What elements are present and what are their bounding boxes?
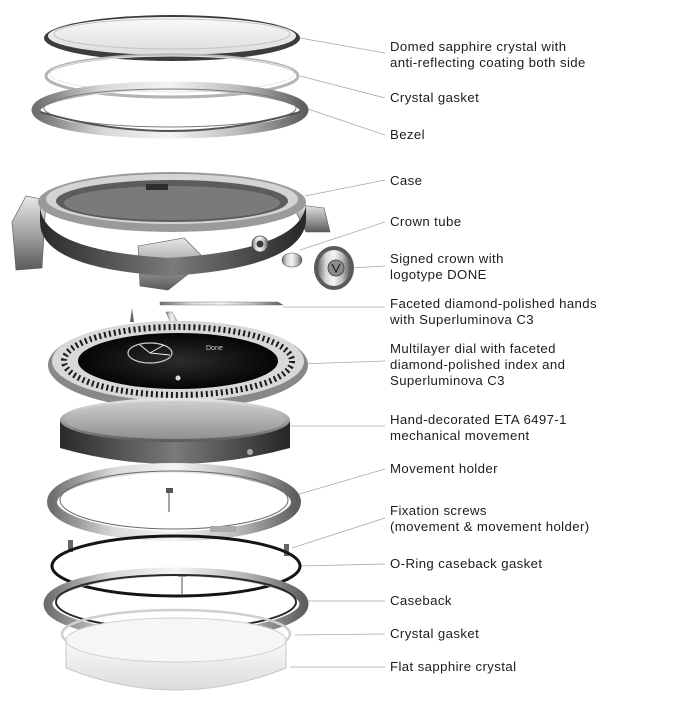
dial-logo: Done bbox=[206, 345, 223, 352]
o-ring-caseback-gasket bbox=[50, 534, 302, 598]
label-line: Faceted diamond-polished hands bbox=[390, 296, 598, 311]
domed-sapphire-crystal bbox=[44, 15, 300, 61]
label-line: Crown tube bbox=[390, 214, 462, 229]
label-crown-tube: Crown tube bbox=[390, 214, 675, 230]
label-line: O-Ring caseback gasket bbox=[390, 556, 543, 571]
leader-crown-tube bbox=[299, 221, 386, 251]
leader-bezel bbox=[304, 107, 386, 136]
label-faceted-hands: Faceted diamond-polished hands with Supe… bbox=[390, 296, 675, 328]
leader-crystal-gasket-top bbox=[299, 75, 386, 99]
label-signed-crown: Signed crown with logotype DONE bbox=[390, 251, 675, 283]
label-line: anti-reflecting coating both side bbox=[390, 55, 586, 70]
leader-crystal-gasket-bottom bbox=[294, 633, 386, 636]
label-o-ring-caseback-gasket: O-Ring caseback gasket bbox=[390, 556, 675, 572]
label-line: Crystal gasket bbox=[390, 626, 480, 641]
label-domed-sapphire-crystal: Domed sapphire crystal with anti-reflect… bbox=[390, 39, 675, 71]
label-flat-sapphire-crystal: Flat sapphire crystal bbox=[390, 659, 675, 675]
leader-domed-crystal bbox=[299, 37, 386, 54]
leader-movement-holder bbox=[295, 468, 386, 496]
label-line: with Superluminova C3 bbox=[390, 312, 535, 327]
label-line: Bezel bbox=[390, 127, 425, 142]
flat-sapphire-crystal bbox=[65, 617, 287, 691]
watch-case bbox=[11, 172, 331, 291]
label-line: logotype DONE bbox=[390, 267, 487, 282]
label-line: Flat sapphire crystal bbox=[390, 659, 517, 674]
label-line: Fixation screws bbox=[390, 503, 487, 518]
label-line: Case bbox=[390, 173, 423, 188]
label-line: Movement holder bbox=[390, 461, 498, 476]
label-mechanical-movement: Hand-decorated ETA 6497-1 mechanical mov… bbox=[390, 412, 675, 444]
label-crystal-gasket-bottom: Crystal gasket bbox=[390, 626, 675, 642]
label-case: Case bbox=[390, 173, 675, 189]
label-line: (movement & movement holder) bbox=[390, 519, 590, 534]
label-crystal-gasket-top: Crystal gasket bbox=[390, 90, 675, 106]
leader-case bbox=[304, 179, 386, 197]
label-line: Domed sapphire crystal with bbox=[390, 39, 567, 54]
label-line: Superluminova C3 bbox=[390, 373, 505, 388]
label-fixation-screws: Fixation screws (movement & movement hol… bbox=[390, 503, 675, 535]
crystal-gasket-top bbox=[44, 53, 300, 99]
label-movement-holder: Movement holder bbox=[390, 461, 675, 477]
signed-crown bbox=[314, 246, 354, 290]
label-multilayer-dial: Multilayer dial with faceted diamond-pol… bbox=[390, 341, 675, 389]
bezel bbox=[31, 81, 309, 139]
mechanical-movement bbox=[60, 398, 290, 464]
label-bezel: Bezel bbox=[390, 127, 675, 143]
label-line: mechanical movement bbox=[390, 428, 530, 443]
label-line: Caseback bbox=[390, 593, 452, 608]
label-caseback: Caseback bbox=[390, 593, 675, 609]
leader-signed-crown bbox=[349, 265, 386, 269]
leader-lines bbox=[283, 37, 386, 668]
label-line: Crystal gasket bbox=[390, 90, 480, 105]
label-line: Hand-decorated ETA 6497-1 bbox=[390, 412, 567, 427]
leader-dial bbox=[299, 360, 386, 365]
label-line: Multilayer dial with faceted bbox=[390, 341, 556, 356]
leader-fixation-screws bbox=[291, 517, 386, 549]
movement-holder bbox=[47, 463, 301, 541]
leader-o-ring bbox=[299, 563, 386, 567]
multilayer-dial: Done bbox=[48, 321, 308, 409]
label-line: diamond-polished index and bbox=[390, 357, 566, 372]
crown-tube bbox=[251, 235, 303, 268]
label-line: Signed crown with bbox=[390, 251, 504, 266]
